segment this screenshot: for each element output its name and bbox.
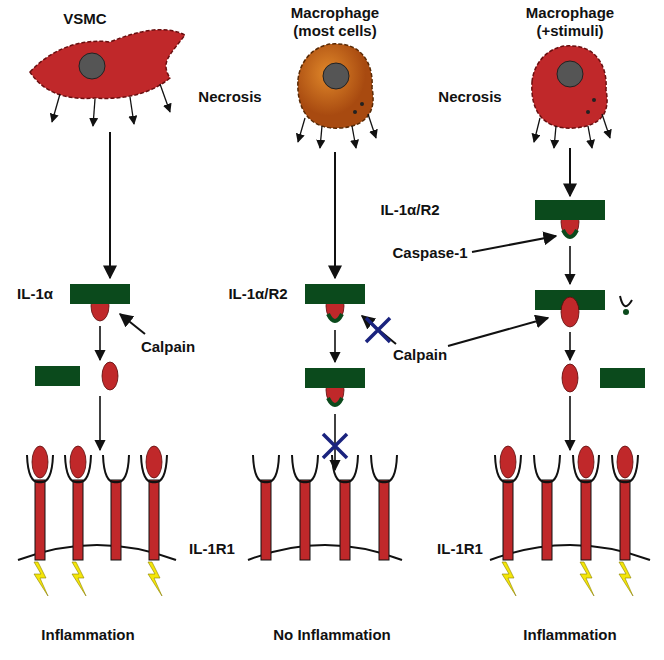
arrow [569,396,571,450]
process-label: Necrosis [438,88,501,106]
vesicle [360,102,364,106]
arrow [368,114,376,138]
arrow [362,316,396,344]
arrow [298,118,305,142]
signal-bolt [148,562,162,596]
r2-cup [328,314,342,321]
arrow [99,326,101,360]
r2-cup [563,230,577,237]
nucleus [79,53,105,79]
bound-il1a [32,446,48,478]
arrow [352,126,356,148]
arrow [130,97,134,124]
il1a-propiece [102,362,118,390]
r2-cup [328,398,342,405]
nucleus [557,61,583,87]
arrow [334,414,336,470]
vesicle [592,98,596,102]
arrow [569,332,571,360]
bound-il1a [500,446,516,478]
arrow [99,396,101,450]
signal-bolt [580,562,594,596]
il1r1-receptor [300,480,310,560]
column-heading: Macrophage (most cells) [279,4,391,40]
macrophage-cell [532,46,607,128]
il1a-propiece [562,364,578,392]
il1r1-receptor [73,480,83,560]
arrow [472,236,556,252]
il1r1-receptor [111,480,121,560]
arrow [334,330,336,362]
molecule-label: IL-1α [17,285,53,303]
bound-il1a [578,446,594,478]
il1a-mature-domain [35,366,80,386]
r2-fragment [620,296,632,306]
il1a-propiece [561,297,579,327]
receptor-cup [371,455,397,482]
column-heading: VSMC [63,10,106,28]
arrow [588,126,592,148]
molecule-label: IL-1α/R2 [380,201,439,219]
il1r1-receptor [542,480,552,560]
signal-bolt [72,562,86,596]
arrow [569,148,571,196]
il1r1-receptor [149,480,159,560]
process-label: Necrosis [198,88,261,106]
arrow [52,94,60,122]
il1r1-receptor [35,480,45,560]
il1r1-receptor [620,480,630,560]
receptor-cup [332,455,358,482]
arrow [320,126,322,148]
arrow [93,99,95,126]
il1r1-receptor [261,480,271,560]
block-cross [366,318,390,342]
il1r1-receptor [581,480,591,560]
outcome-label: Inflammation [41,626,134,644]
il1a-mature-domain [305,284,365,304]
outcome-label: No Inflammation [273,626,391,644]
il1a-mature-domain [600,368,645,388]
arrow [569,246,571,284]
signal-bolt [502,562,516,596]
vesicle [353,110,357,114]
bound-il1a [70,446,86,478]
enzyme-label: Calpain [141,338,195,356]
signal-bolt [34,562,48,596]
arrow [120,314,145,334]
block-cross [323,434,347,458]
arrow [448,318,548,346]
nucleus [323,63,349,89]
macrophage-cell [298,44,373,128]
column-heading: Macrophage (+stimuli) [514,4,626,40]
receptor-cup [292,455,318,482]
arrow [602,114,610,138]
il1a-mature-domain [70,284,130,304]
molecule-label: IL-1α/R2 [228,285,287,303]
receptor-cup [103,455,129,482]
receptor-cup [534,455,560,482]
r2-fragment [623,309,629,315]
il1a-mature-domain [305,368,365,388]
arrow [534,118,540,142]
il1r1-receptor [379,480,389,560]
enzyme-label: Caspase-1 [392,244,467,262]
bound-il1a [146,446,162,478]
il1r1-receptor [340,480,350,560]
vesicle [586,110,590,114]
bound-il1a [617,446,633,478]
signal-bolt [619,562,633,596]
il1r1-receptor [503,480,513,560]
arrow [160,84,170,112]
arrow [109,132,111,278]
outcome-label: Inflammation [523,626,616,644]
enzyme-label: Calpain [393,346,447,364]
arrow [334,152,336,278]
il1a-mature-domain [535,200,605,220]
arrow [554,126,556,148]
receptor-cup [253,455,279,482]
receptor-label: IL-1R1 [189,540,235,558]
receptor-label: IL-1R1 [437,540,483,558]
